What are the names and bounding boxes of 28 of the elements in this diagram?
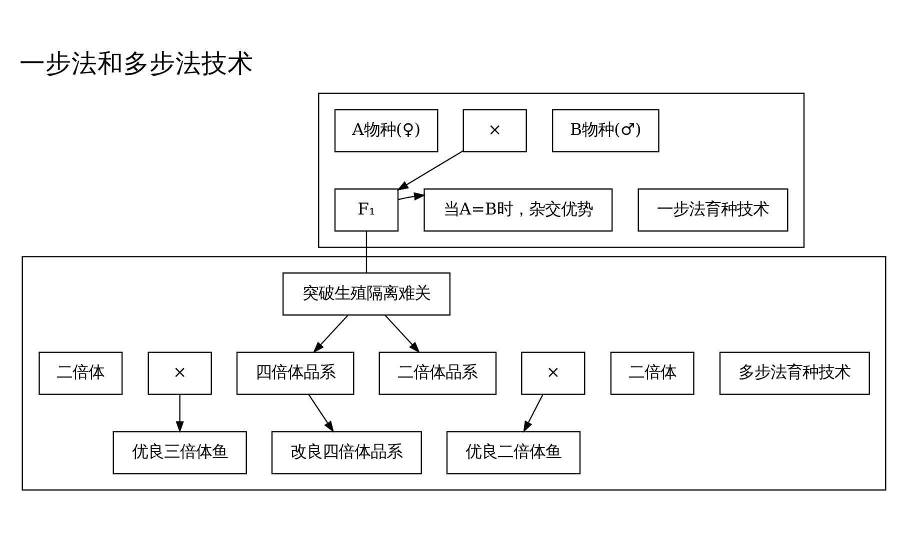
node-box: 优良三倍体鱼 xyxy=(112,431,247,474)
node-box: 改良四倍体品系 xyxy=(271,431,422,474)
arrow xyxy=(396,150,464,191)
node-box: 二倍体 xyxy=(38,352,123,395)
node-box: 一步法育种技术 xyxy=(638,188,788,232)
cluster xyxy=(318,92,805,248)
node-box: 二倍体 xyxy=(610,352,694,395)
node-box: 多步法育种技术 xyxy=(719,352,870,395)
arrow xyxy=(398,192,426,200)
node-box: B物种(♂) xyxy=(552,109,660,152)
connector xyxy=(366,231,368,273)
node-box: × xyxy=(521,352,586,395)
node-box: F₁ xyxy=(334,188,399,232)
node-box: 当A=B时，杂交优势 xyxy=(424,188,613,232)
node-box: 四倍体品系 xyxy=(236,352,354,395)
arrow xyxy=(384,315,420,354)
arrow xyxy=(523,394,544,433)
arrow xyxy=(176,394,184,433)
arrow xyxy=(308,394,334,433)
node-box: × xyxy=(148,352,212,395)
node-box: 突破生殖隔离难关 xyxy=(282,272,450,316)
arrow xyxy=(312,315,348,354)
node-box: × xyxy=(462,109,527,152)
node-box: 二倍体品系 xyxy=(378,352,497,395)
node-box: 优良二倍体鱼 xyxy=(446,431,581,474)
cluster xyxy=(22,256,886,491)
diagram-title: 一步法和多步法技术 xyxy=(20,48,254,79)
node-box: A物种(♀) xyxy=(334,109,438,152)
